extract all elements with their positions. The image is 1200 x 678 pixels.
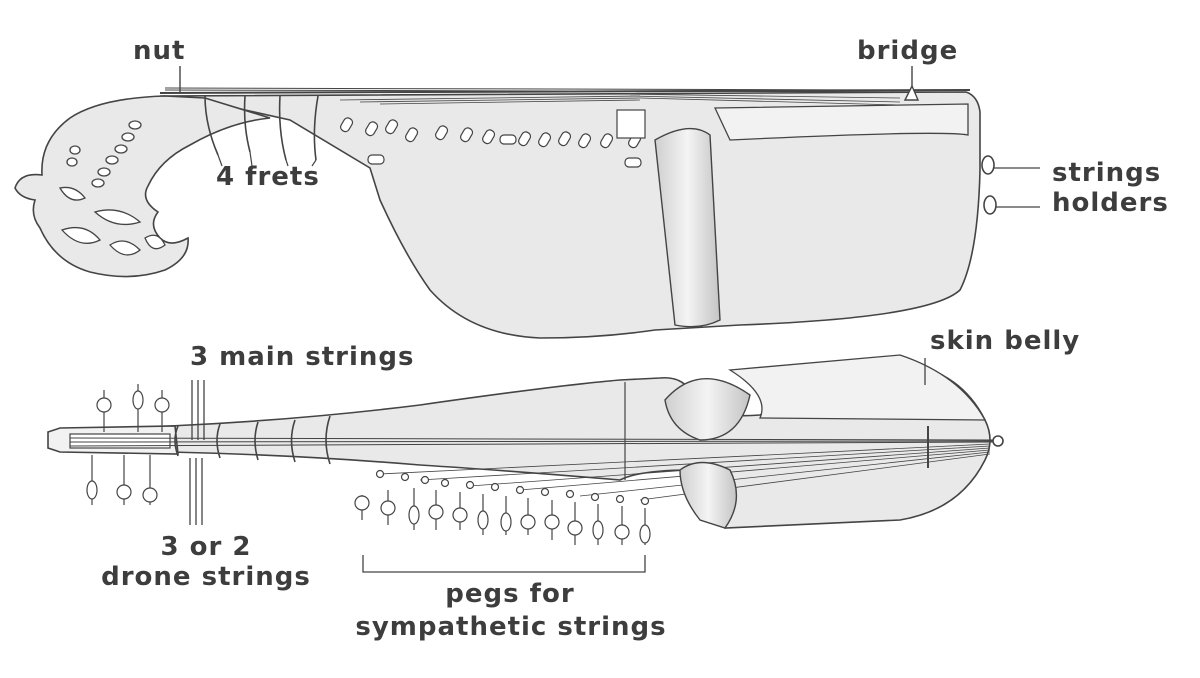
label-4-frets: 4 frets bbox=[216, 162, 320, 192]
label-drone-strings-1: 3 or 2 bbox=[160, 532, 252, 562]
label-pegs-2: sympathetic strings bbox=[355, 612, 667, 642]
top-view bbox=[47, 354, 1004, 545]
label-bridge: bridge bbox=[857, 36, 959, 66]
label-main-strings: 3 main strings bbox=[190, 342, 415, 372]
label-nut: nut bbox=[133, 36, 186, 66]
side-view bbox=[14, 84, 1040, 339]
label-strings-holders-2: holders bbox=[1052, 188, 1169, 218]
side-body bbox=[159, 91, 981, 339]
label-skin-belly: skin belly bbox=[930, 326, 1081, 356]
label-drone-strings-2: drone strings bbox=[101, 562, 311, 592]
label-strings-holders-1: strings bbox=[1052, 158, 1162, 188]
label-pegs-1: pegs for bbox=[445, 579, 575, 609]
